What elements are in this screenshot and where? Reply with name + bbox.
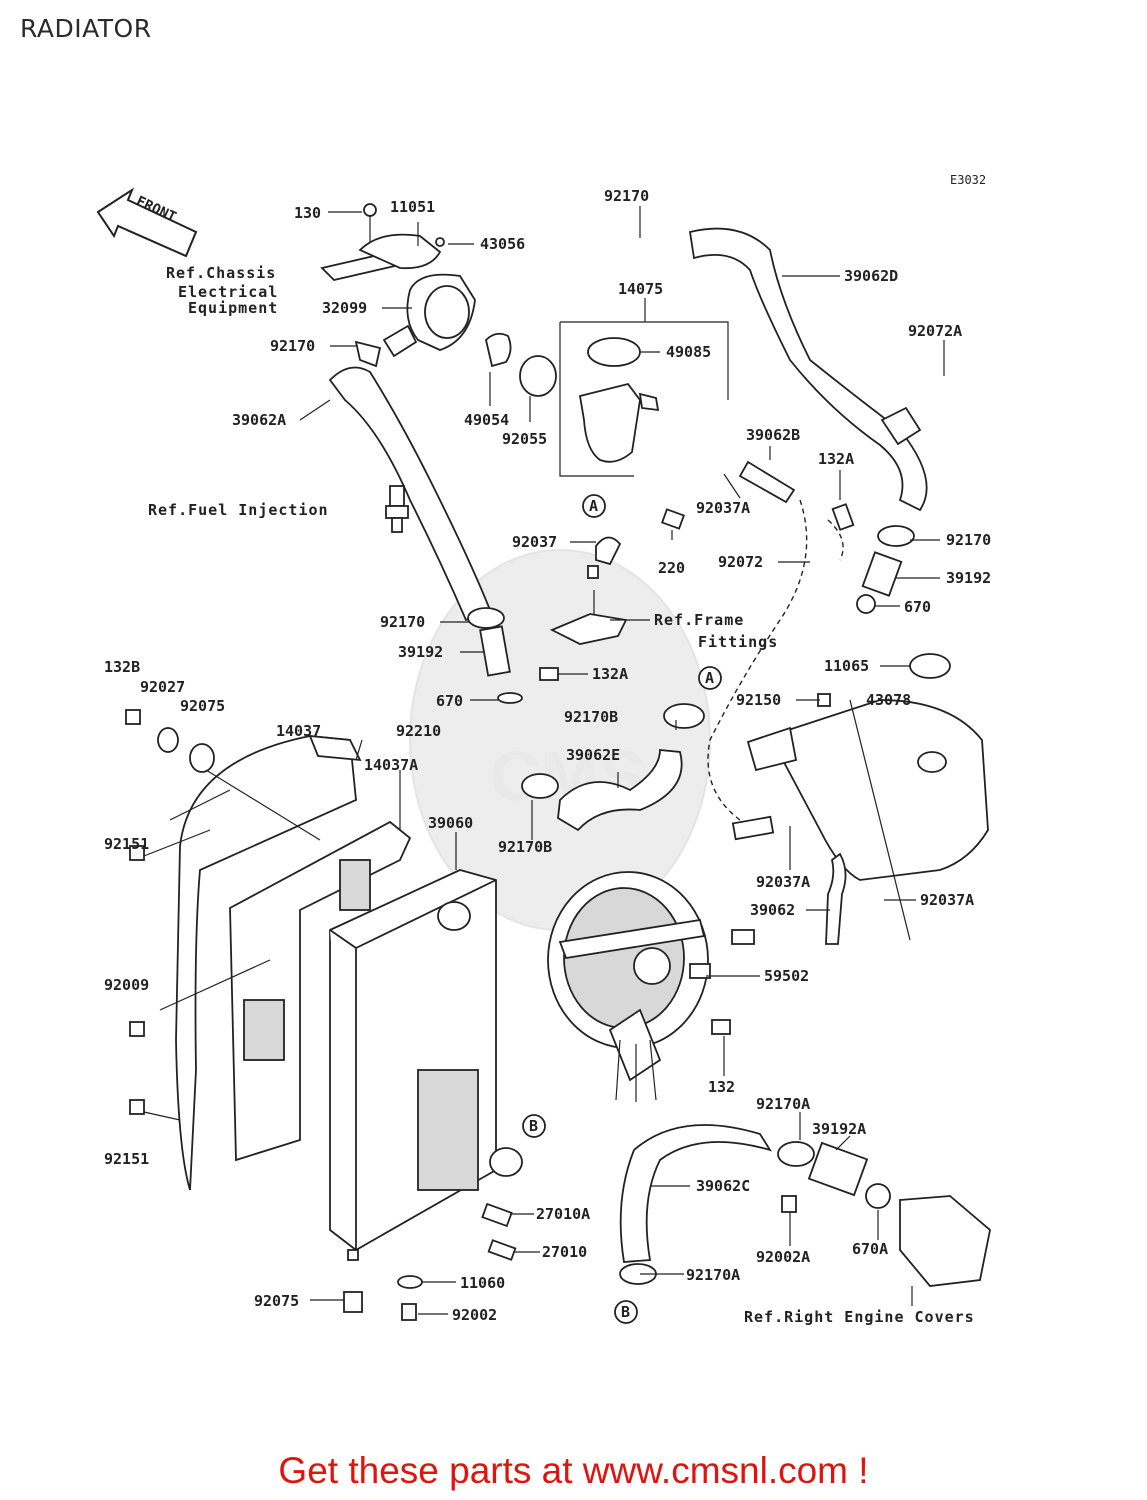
callout: 14037A xyxy=(364,756,418,774)
callout: 92170 xyxy=(270,337,315,355)
ref-frame-line1: Ref.Frame xyxy=(654,611,744,629)
hose-39062a xyxy=(328,366,492,622)
callout: 39062B xyxy=(746,426,800,444)
callout: 39062C xyxy=(696,1177,750,1195)
callout: 92151 xyxy=(104,1150,149,1168)
callout: 43056 xyxy=(480,235,525,253)
callout: 14037 xyxy=(276,722,321,740)
callout: 132 xyxy=(708,1078,735,1096)
callout: 39192 xyxy=(946,569,991,587)
ref-engine-covers: Ref.Right Engine Covers xyxy=(744,1308,975,1326)
callout: 32099 xyxy=(322,299,367,317)
callout: 92150 xyxy=(736,691,781,709)
callout: 49054 xyxy=(464,411,509,429)
clamp-bracket xyxy=(549,536,628,645)
marker-a: A xyxy=(589,497,598,515)
callout: 59502 xyxy=(764,967,809,985)
radiator-shroud-14037a xyxy=(229,820,412,1162)
radiator-core-39060 xyxy=(329,869,523,1261)
fuel-injection-sensor xyxy=(385,485,409,533)
leader-lines xyxy=(143,206,945,1315)
fitting-39192-middle xyxy=(467,607,559,704)
callout: 39192A xyxy=(812,1120,866,1138)
callout: 92037A xyxy=(756,873,810,891)
callout: 92170B xyxy=(564,708,618,726)
callout: 92027 xyxy=(140,678,185,696)
front-arrow-icon: FRONT xyxy=(96,187,198,258)
cooling-fan xyxy=(547,871,755,1102)
callout: 130 xyxy=(294,204,321,222)
callout: 92009 xyxy=(104,976,149,994)
callout: 92151 xyxy=(104,835,149,853)
callout: 92002 xyxy=(452,1306,497,1324)
callout: 132B xyxy=(104,658,140,676)
connection-markers: A A B B xyxy=(522,494,722,1324)
callout: 27010A xyxy=(536,1205,590,1223)
callout: 132A xyxy=(592,665,628,683)
callout: 11060 xyxy=(460,1274,505,1292)
callout: 49085 xyxy=(666,343,711,361)
callout: 92170A xyxy=(756,1095,810,1113)
callout: 670 xyxy=(904,598,931,616)
callout: 14075 xyxy=(618,280,663,298)
ref-frame-line2: Fittings xyxy=(698,633,778,651)
part-callouts: 130 11051 43056 32099 92170 39062A 49054… xyxy=(104,187,991,1324)
callout: 92075 xyxy=(180,697,225,715)
callout: 92002A xyxy=(756,1248,810,1266)
dashed-route xyxy=(707,499,808,821)
callout: 39192 xyxy=(398,643,443,661)
reference-notes: Ref.Chassis Electrical Equipment Ref.Fue… xyxy=(148,264,975,1326)
marker-b: B xyxy=(621,1303,630,1321)
footer-promo-link[interactable]: Get these parts at www.cmsnl.com ! xyxy=(278,1450,869,1491)
callout: 670 xyxy=(436,692,463,710)
callout: 132A xyxy=(818,450,854,468)
hose-39062b xyxy=(738,460,796,504)
callout: 92075 xyxy=(254,1292,299,1310)
callout: 43078 xyxy=(866,691,911,709)
callout: 39062D xyxy=(844,267,898,285)
callout: 92072A xyxy=(908,322,962,340)
fitting-39192-right xyxy=(831,503,915,614)
callout: 11051 xyxy=(390,198,435,216)
filler-neck xyxy=(519,337,686,530)
callout: 39060 xyxy=(428,814,473,832)
callout: 39062 xyxy=(750,901,795,919)
hose-39062c xyxy=(619,1124,773,1263)
ref-fuel-injection: Ref.Fuel Injection xyxy=(148,501,329,519)
callout: 92037A xyxy=(696,499,750,517)
radiator-exploded-diagram: CMS E3032 FRONT xyxy=(96,173,991,1326)
radiator-bottom-parts xyxy=(125,709,517,1321)
hose-39062d xyxy=(688,227,928,512)
callout: 92170 xyxy=(946,531,991,549)
callout: 27010 xyxy=(542,1243,587,1261)
hose-39062e xyxy=(557,749,683,832)
callout: 92055 xyxy=(502,430,547,448)
ref-chassis-line2: Electrical xyxy=(178,283,278,301)
callout: 92037 xyxy=(512,533,557,551)
callout: 92170 xyxy=(604,187,649,205)
callout: 92170B xyxy=(498,838,552,856)
ref-chassis-line1: Ref.Chassis xyxy=(166,264,276,282)
callout: 92170 xyxy=(380,613,425,631)
callout: 220 xyxy=(658,559,685,577)
marker-a: A xyxy=(705,669,714,687)
callout: 11065 xyxy=(824,657,869,675)
callout: 92170A xyxy=(686,1266,740,1284)
callout: 39062E xyxy=(566,746,620,764)
radiator-cover-14037 xyxy=(175,734,362,1191)
thermostat-housing xyxy=(320,203,512,368)
reserve-tank xyxy=(746,653,989,881)
callout: 92210 xyxy=(396,722,441,740)
marker-b: B xyxy=(529,1117,538,1135)
page-title: RADIATOR xyxy=(20,14,152,43)
callout: 670A xyxy=(852,1240,888,1258)
drawing-code: E3032 xyxy=(950,173,986,187)
ref-chassis-line3: Equipment xyxy=(188,299,278,317)
callout: 92072 xyxy=(718,553,763,571)
callout: 92037A xyxy=(920,891,974,909)
callout: 39062A xyxy=(232,411,286,429)
